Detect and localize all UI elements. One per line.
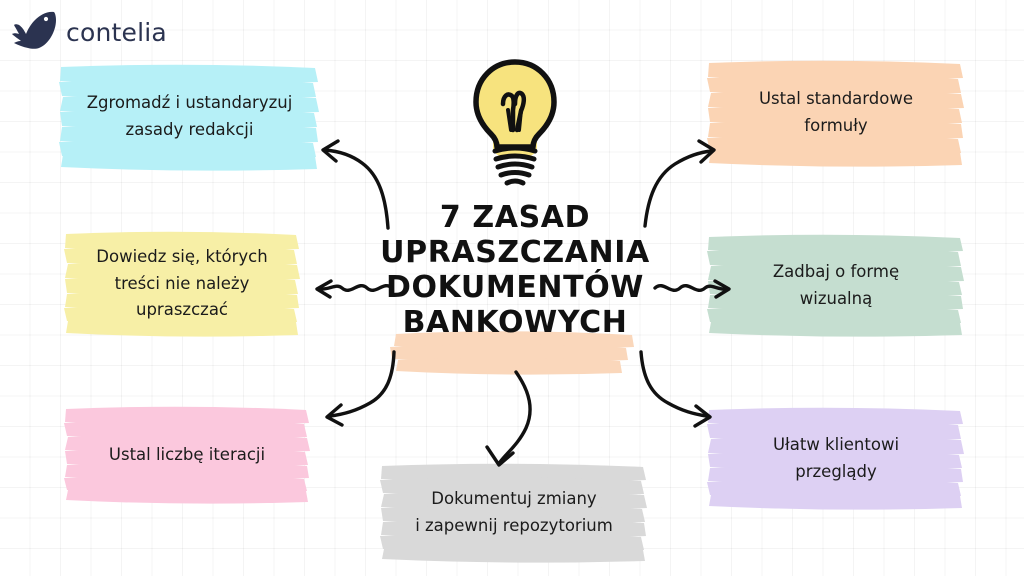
curved-arrow-down-icon — [485, 370, 532, 467]
note-label: Ustal liczbę iteracji — [108, 444, 266, 464]
highlighter-strokes — [707, 60, 964, 167]
note-card-bottom-center[interactable]: Dokumentuj zmiany i zapewnij repozytoriu… — [378, 462, 650, 564]
note-label: Dowiedz się, których treści nie należy u… — [96, 246, 268, 320]
center-cluster: 7 ZASAD UPRASZCZANIA DOKUMENTÓW BANKOWYC… — [370, 52, 660, 382]
highlighter-strokes — [64, 406, 310, 504]
note-card-top-left[interactable]: Zgromadź i ustandaryzuj zasady redakcji — [57, 62, 322, 172]
page-title: 7 ZASAD UPRASZCZANIA DOKUMENTÓW BANKOWYC… — [380, 200, 650, 341]
note-label: Zadbaj o formę wizualną — [772, 261, 900, 308]
note-label: Dokumentuj zmiany i zapewnij repozytoriu… — [415, 489, 613, 535]
highlighter-strokes — [64, 231, 300, 337]
note-card-middle-right[interactable]: Zadbaj o formę wizualną — [705, 233, 967, 338]
raven-bird-icon — [12, 11, 56, 49]
brand-logo: contelia — [10, 8, 190, 56]
highlighter-strokes — [380, 463, 647, 563]
note-card-top-right[interactable]: Ustal standardowe formuły — [705, 58, 967, 168]
highlighter-strokes — [707, 234, 964, 337]
lightbulb-icon — [473, 59, 557, 186]
note-label: Ustal standardowe formuły — [758, 89, 913, 135]
note-card-middle-left[interactable]: Dowiedz się, których treści nie należy u… — [62, 230, 302, 338]
highlighter-strokes — [707, 407, 964, 510]
highlighter-strokes — [59, 64, 319, 171]
note-label: Ułatw klientowi przeglądy — [772, 434, 900, 481]
title-highlight-stroke — [390, 331, 634, 375]
note-card-bottom-right[interactable]: Ułatw klientowi przeglądy — [705, 406, 967, 511]
brand-name: contelia — [66, 17, 167, 47]
note-card-bottom-left[interactable]: Ustal liczbę iteracji — [62, 405, 312, 505]
note-label: Zgromadź i ustandaryzuj zasady redakcji — [86, 93, 293, 139]
